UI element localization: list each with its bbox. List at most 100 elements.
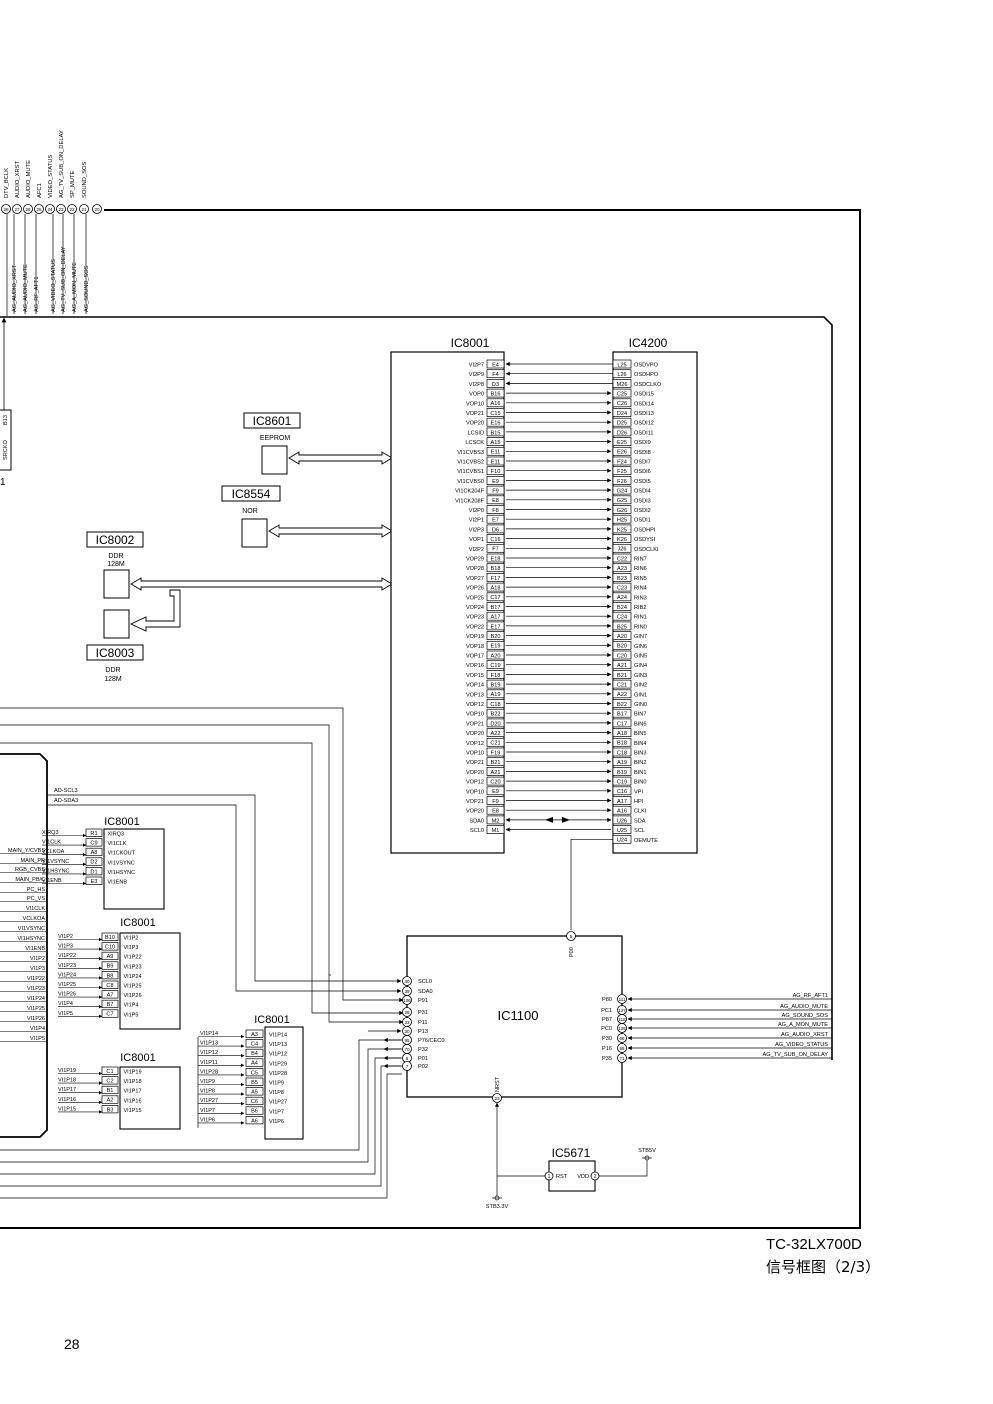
ic8001-d-pin xyxy=(245,1039,264,1048)
ic4200-pin xyxy=(612,737,632,747)
ic4200-signal: RIN1 xyxy=(634,615,647,621)
ic4200-pin xyxy=(612,466,632,476)
ic8001-main-pin xyxy=(486,408,505,417)
ic8001-d-outer-label: VI1P14 xyxy=(200,1031,218,1037)
ic8001-main-pin xyxy=(486,805,505,815)
ic8001-main-pin xyxy=(486,679,505,689)
ic4200-pin xyxy=(612,437,632,446)
ic8001-d-pin xyxy=(245,1077,264,1086)
ic8001-d-inner-label: VI1P7 xyxy=(269,1109,284,1115)
ic8001-d-body xyxy=(264,1026,304,1140)
connector-pin-number: 22 xyxy=(69,207,75,212)
ic8001-d-inner-label: VI1P6 xyxy=(269,1119,284,1125)
left-fragment-box xyxy=(0,409,12,471)
ic1100-bottom-label: NRST xyxy=(495,1076,501,1092)
signal-label-top: SP_MUTE xyxy=(70,170,76,198)
ic8001-d-inner-label: VI1P9 xyxy=(269,1081,284,1087)
pin-number: B6 xyxy=(251,1109,258,1115)
ic1100-left-label: P13 xyxy=(418,1029,428,1035)
ic8001-b-pin xyxy=(101,942,119,951)
pin-number: U25 xyxy=(617,828,627,834)
ag-signal-label: AG_SOUND_SOS xyxy=(782,1013,829,1019)
page-number: 28 xyxy=(64,1336,80,1352)
connector-pin xyxy=(34,204,44,214)
ic4200-pin xyxy=(612,543,632,553)
pin-number: B1 xyxy=(107,1088,114,1094)
ic8554-bus xyxy=(268,524,393,538)
ic8001-main-pin xyxy=(486,786,505,796)
ic4200-signal: HPI xyxy=(634,799,644,805)
ic4200-pin xyxy=(612,534,632,543)
pin-number: A19 xyxy=(617,760,627,766)
pin-number: B24 xyxy=(617,605,627,611)
ic8001-b-inner-label: VI1P3 xyxy=(124,945,139,951)
pin-number: A22 xyxy=(617,692,627,698)
pin-number: B19 xyxy=(491,683,501,689)
ic4200-signal: OSDI14 xyxy=(634,401,654,407)
ic8001-main-pin xyxy=(486,747,505,757)
pin-number: B18 xyxy=(491,566,501,572)
ic8001-main-signal: VI1CK204F xyxy=(455,489,484,495)
ic8001-d-pin xyxy=(245,1068,264,1077)
pin-number: D20 xyxy=(490,721,500,727)
pin-number: A4 xyxy=(251,1061,258,1067)
ic5671-body xyxy=(548,1160,596,1192)
left-signal-label: VI1P3 xyxy=(30,966,45,972)
pin-number: C18 xyxy=(490,702,500,708)
ic8002-name: IC8002 xyxy=(96,533,135,547)
ic8001-main-pin xyxy=(486,718,505,728)
ic8001-main-pin xyxy=(486,640,505,650)
ic8001-a-inner-label: VI1VSYNC xyxy=(108,860,135,866)
ic8001-d-inner-label: VI1P27 xyxy=(269,1100,287,1106)
ic8001-main-pin xyxy=(486,728,505,737)
left-signal-label: VI1P5 xyxy=(30,1036,45,1042)
ic1100-right-label: PC1 xyxy=(601,1008,612,1014)
pin-number: F25 xyxy=(617,469,627,475)
pin-number: A5 xyxy=(251,1090,258,1096)
pin-number: A8 xyxy=(91,850,98,856)
pin-number: C4 xyxy=(251,1042,258,1048)
ic4200-signal: BIN7 xyxy=(634,712,646,718)
left-signal-label: RGB_CVBS xyxy=(15,867,45,873)
ic8001-c-pin xyxy=(101,1095,119,1104)
ic8002-body xyxy=(103,569,130,599)
ic8001-b-outer-label: VI1P3 xyxy=(58,944,73,950)
ic8001-main-signal: VI1CVBS2 xyxy=(457,460,484,466)
signal-label-top: VIDEO_STATUS xyxy=(48,155,54,198)
outer-frame xyxy=(0,209,861,1229)
ic8001-main-pin xyxy=(486,379,505,388)
pin-number: C5 xyxy=(251,1070,258,1076)
pin-number: A22 xyxy=(491,731,501,737)
ic4200-pin xyxy=(612,796,632,805)
ic8001-main-signal: VOP1 xyxy=(469,537,484,543)
ic4200-pin xyxy=(612,660,632,670)
sda-arrow-mid xyxy=(545,816,553,823)
ic8001-b-pin xyxy=(101,999,119,1009)
ic8001-b-outer-label: VI1P2 xyxy=(58,934,73,940)
ic1100-top-label: P00 xyxy=(569,947,575,957)
pin-number: C9 xyxy=(90,841,97,847)
ic8001-d-inner-label: VI1P14 xyxy=(269,1033,287,1039)
pin-number: G24 xyxy=(617,489,628,495)
ic1100-name: IC1100 xyxy=(498,1008,539,1023)
ic8001-main-pin xyxy=(486,553,505,563)
ic4200-signal: OSDI13 xyxy=(634,411,654,417)
ic8001-b-inner-label: VI1P24 xyxy=(124,974,142,980)
ic4200-signal: BIN2 xyxy=(634,760,646,766)
left-signal-label: VI1P24 xyxy=(27,996,45,1002)
pin-number: A17 xyxy=(617,799,627,805)
connector-pin-number: 28 xyxy=(3,207,9,212)
ic8001-main-signal: VOP28 xyxy=(466,566,484,572)
pin-number: B19 xyxy=(617,770,627,776)
ic8001-main-pin xyxy=(486,398,505,408)
ic8001-b-pin xyxy=(101,971,119,980)
pin-number: G25 xyxy=(617,498,628,504)
connector-pin xyxy=(92,204,102,214)
signal-label-bottom: AG_RF_AFT1 xyxy=(34,277,40,312)
ic1100-bottom-pin xyxy=(492,1093,502,1103)
ic1100-right-pin-number: 111 xyxy=(619,997,626,1002)
ic8001-a-name: IC8001 xyxy=(104,816,139,828)
ic8001-a-inner-label: XIRQ3 xyxy=(108,832,125,838)
ic1100-right-pin-number: 71 xyxy=(619,1056,625,1061)
ic4200-signal: OSDI15 xyxy=(634,392,654,398)
